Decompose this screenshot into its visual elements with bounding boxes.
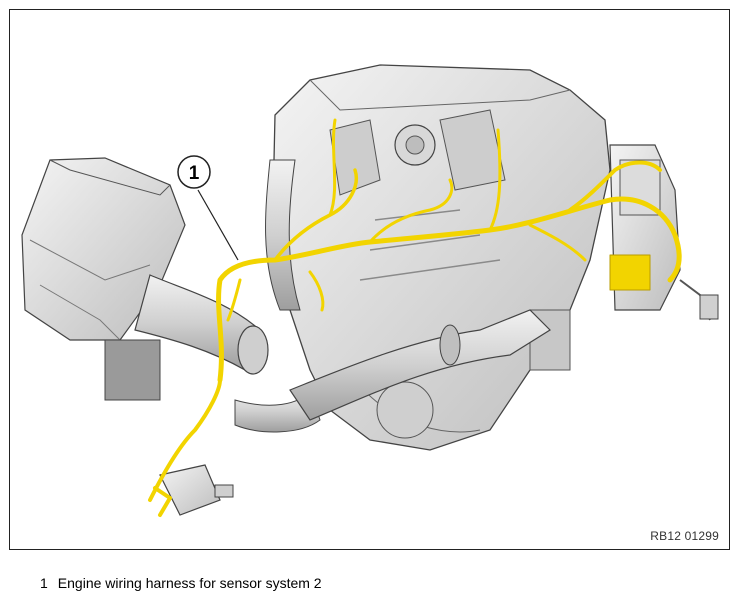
engine-block <box>271 64 611 451</box>
electronics-box <box>609 144 719 321</box>
legend-item-number: 1 <box>40 575 48 591</box>
charge-air-pipe <box>265 159 551 421</box>
callout-1: 1 <box>177 155 239 261</box>
engine-illustration-frame: 1 RB12 01299 <box>9 9 730 550</box>
sensor-component <box>159 464 234 516</box>
figure-reference-code: RB12 01299 <box>650 529 719 543</box>
wiring-harness <box>148 118 682 517</box>
callout-number: 1 <box>189 163 200 184</box>
legend-item-text: Engine wiring harness for sensor system … <box>57 575 322 591</box>
figure-legend: 1 Engine wiring harness for sensor syste… <box>40 575 322 591</box>
engine-illustration: 1 <box>21 64 719 517</box>
